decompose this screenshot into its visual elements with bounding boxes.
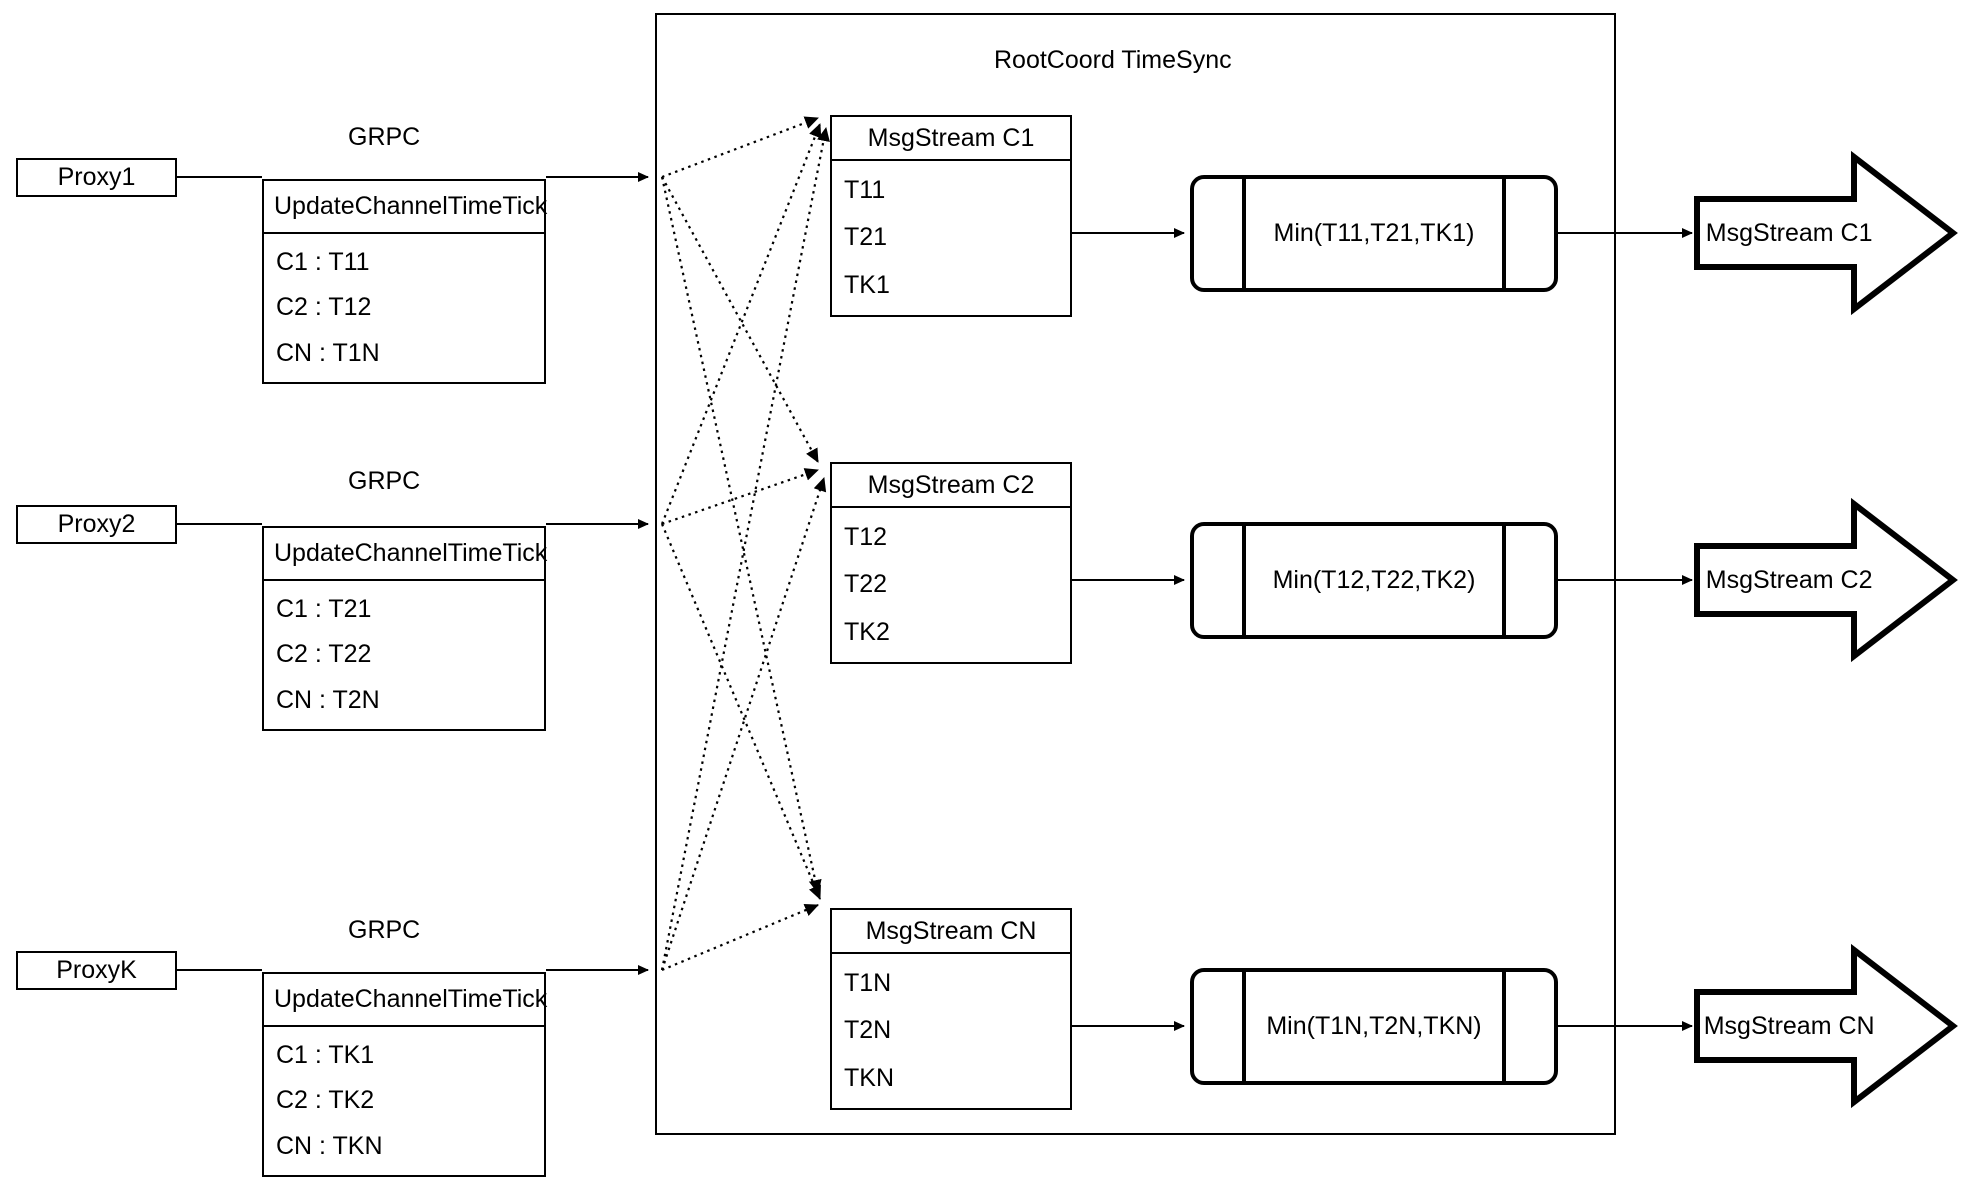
msgstream-row: TK2 bbox=[844, 617, 890, 646]
proxy-node-1[interactable]: Proxy1 bbox=[16, 158, 177, 197]
msgstream-table-cn-title: MsgStream CN bbox=[832, 910, 1070, 954]
request-table-2-title: UpdateChannelTimeTick bbox=[264, 528, 547, 581]
rootcoord-timesync-title: RootCoord TimeSync bbox=[994, 46, 1232, 74]
output-arrow-cn: MsgStream CN bbox=[1697, 950, 1953, 1102]
proxy-node-k[interactable]: ProxyK bbox=[16, 951, 177, 990]
min-process-c1: Min(T11,T21,TK1) bbox=[1190, 175, 1558, 292]
request-table-2: UpdateChannelTimeTick C1 : T21 C2 : T22 … bbox=[262, 526, 547, 731]
proxy-to-request-connectors bbox=[177, 176, 262, 971]
grpc-connectors bbox=[546, 172, 649, 975]
output-arrow-c2: MsgStream C2 bbox=[1697, 504, 1953, 656]
predefined-process-bar-left bbox=[1242, 179, 1246, 288]
predefined-process-bar-left bbox=[1242, 972, 1246, 1081]
msgstream-row: T22 bbox=[844, 570, 888, 599]
predefined-process-bar-right bbox=[1502, 179, 1506, 288]
msgstream-table-c1-body: T11 T21 TK1 bbox=[832, 161, 1070, 315]
rootcoord-timesync-container bbox=[655, 13, 1616, 1135]
msgstream-table-c2: MsgStream C2 T12 T22 TK2 bbox=[830, 462, 1072, 664]
output-arrow-c2-label: MsgStream C2 bbox=[1705, 565, 1873, 594]
request-row: CN : T1N bbox=[276, 338, 380, 367]
predefined-process-bar-right bbox=[1502, 526, 1506, 635]
msgstream-row: T11 bbox=[844, 176, 886, 205]
msgstream-row: T12 bbox=[844, 523, 888, 552]
min-process-c2-label: Min(T12,T22,TK2) bbox=[1272, 566, 1476, 594]
request-row: C2 : TK2 bbox=[276, 1086, 375, 1115]
request-table-1: UpdateChannelTimeTick C1 : T11 C2 : T12 … bbox=[262, 179, 547, 384]
min-process-c2: Min(T12,T22,TK2) bbox=[1190, 522, 1558, 639]
msgstream-table-c1-title: MsgStream C1 bbox=[832, 117, 1070, 161]
msgstream-row: T1N bbox=[844, 969, 892, 998]
predefined-process-bar-right bbox=[1502, 972, 1506, 1081]
proxy-node-1-label: Proxy1 bbox=[57, 163, 136, 191]
request-row: CN : TKN bbox=[276, 1131, 383, 1160]
grpc-label-1: GRPC bbox=[348, 123, 421, 151]
request-row: C1 : T21 bbox=[276, 595, 372, 624]
min-process-c1-label: Min(T11,T21,TK1) bbox=[1273, 219, 1475, 247]
msgstream-row: T2N bbox=[844, 1016, 892, 1045]
msgstream-table-cn-body: T1N T2N TKN bbox=[832, 954, 1070, 1108]
output-arrow-cn-label: MsgStream CN bbox=[1703, 1011, 1875, 1040]
msgstream-row: TK1 bbox=[844, 270, 890, 299]
msgstream-table-c1: MsgStream C1 T11 T21 TK1 bbox=[830, 115, 1072, 317]
proxy-node-2-label: Proxy2 bbox=[57, 510, 136, 538]
request-table-2-body: C1 : T21 C2 : T22 CN : T2N bbox=[264, 581, 544, 729]
request-row: C1 : TK1 bbox=[276, 1041, 375, 1070]
request-table-k-title: UpdateChannelTimeTick bbox=[264, 974, 547, 1027]
grpc-label-k: GRPC bbox=[348, 916, 421, 944]
min-process-cn: Min(T1N,T2N,TKN) bbox=[1190, 968, 1558, 1085]
msgstream-row: T21 bbox=[844, 223, 888, 252]
proxy-node-2[interactable]: Proxy2 bbox=[16, 505, 177, 544]
request-table-k-body: C1 : TK1 C2 : TK2 CN : TKN bbox=[264, 1027, 544, 1175]
request-row: C1 : T11 bbox=[276, 248, 370, 277]
msgstream-row: TKN bbox=[844, 1063, 894, 1092]
request-row: C2 : T12 bbox=[276, 293, 372, 322]
output-arrow-c1: MsgStream C1 bbox=[1697, 157, 1953, 309]
grpc-label-2: GRPC bbox=[348, 467, 421, 495]
request-table-1-body: C1 : T11 C2 : T12 CN : T1N bbox=[264, 234, 544, 382]
msgstream-table-cn: MsgStream CN T1N T2N TKN bbox=[830, 908, 1072, 1110]
request-row: C2 : T22 bbox=[276, 640, 372, 669]
request-row: CN : T2N bbox=[276, 685, 380, 714]
min-process-cn-label: Min(T1N,T2N,TKN) bbox=[1266, 1012, 1482, 1040]
msgstream-table-c2-body: T12 T22 TK2 bbox=[832, 508, 1070, 662]
msgstream-table-c2-title: MsgStream C2 bbox=[832, 464, 1070, 508]
request-table-k: UpdateChannelTimeTick C1 : TK1 C2 : TK2 … bbox=[262, 972, 547, 1177]
proxy-node-k-label: ProxyK bbox=[56, 956, 137, 984]
request-table-1-title: UpdateChannelTimeTick bbox=[264, 181, 547, 234]
predefined-process-bar-left bbox=[1242, 526, 1246, 635]
output-arrow-c1-label: MsgStream C1 bbox=[1705, 218, 1873, 247]
